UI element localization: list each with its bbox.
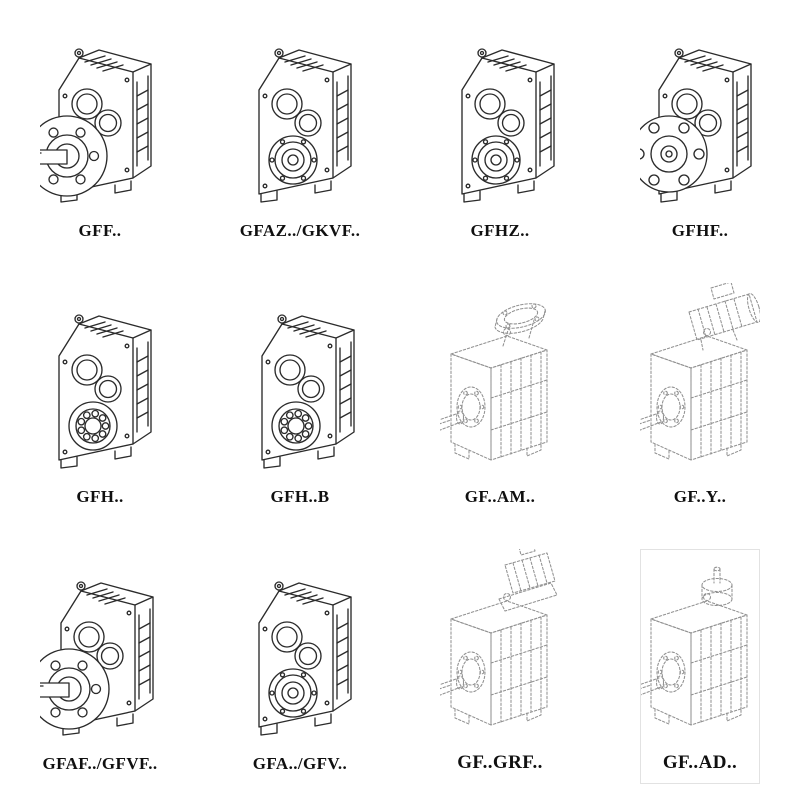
shaft-mounted-gearbox-drawing bbox=[240, 283, 360, 485]
gearbox-item-gfaz-gkvf: GFAZ../GKVF.. bbox=[240, 16, 360, 251]
gearbox-item-gfhf: GFHF.. bbox=[640, 16, 760, 251]
hollow-shaft-gearbox-drawing bbox=[240, 16, 360, 218]
gearbox-with-backstop-drawing bbox=[440, 549, 560, 749]
gearbox-item-gfhz: GFHZ.. bbox=[440, 16, 560, 251]
gearbox-item-gf-grf: GF..GRF.. bbox=[440, 549, 560, 784]
gearbox-item-gfaf-gfvf: GFAF../GFVF.. bbox=[40, 549, 160, 784]
flanged-output-gearbox-drawing bbox=[40, 549, 160, 751]
gearbox-type-label: GFH..B bbox=[270, 487, 330, 507]
gearbox-type-label: GFAF../GFVF.. bbox=[42, 753, 158, 773]
gearbox-with-input-cover-drawing bbox=[640, 549, 760, 749]
gearbox-item-gf-y: GF..Y.. bbox=[640, 283, 760, 518]
gearbox-item-gfa-gfv: GFA../GFV.. bbox=[240, 549, 360, 784]
gearbox-type-label: GFHZ.. bbox=[470, 220, 530, 240]
gearbox-type-label: GFH.. bbox=[76, 487, 124, 507]
gearbox-with-motor-adapter-drawing bbox=[440, 283, 560, 485]
gearbox-type-label: GFA../GFV.. bbox=[252, 753, 348, 773]
gearbox-item-gff: GFF.. bbox=[40, 16, 160, 251]
gearbox-type-label: GF..Y.. bbox=[673, 487, 727, 507]
gearbox-item-gfh: GFH.. bbox=[40, 283, 160, 518]
flange-mounted-gearbox-drawing bbox=[640, 16, 760, 218]
hollow-shaft-gearbox-drawing bbox=[240, 549, 360, 751]
flanged-output-gearbox-drawing bbox=[40, 16, 160, 218]
gearbox-type-label: GFAZ../GKVF.. bbox=[240, 220, 360, 240]
gearbox-type-label: GF..AD.. bbox=[662, 751, 738, 773]
gearbox-type-label: GF..AM.. bbox=[464, 487, 536, 507]
gearbox-type-label: GF..GRF.. bbox=[457, 751, 543, 773]
gearbox-type-label: GFHF.. bbox=[671, 220, 729, 240]
gearbox-item-gf-ad: GF..AD.. bbox=[640, 549, 760, 784]
shaft-mounted-gearbox-drawing bbox=[40, 283, 160, 485]
gearbox-item-gfh-b: GFH..B bbox=[240, 283, 360, 518]
gearbox-with-motor-drawing bbox=[640, 283, 760, 485]
gearbox-item-gf-am: GF..AM.. bbox=[440, 283, 560, 518]
gearbox-type-label: GFF.. bbox=[78, 220, 122, 240]
hollow-shaft-gearbox-drawing bbox=[440, 16, 560, 218]
